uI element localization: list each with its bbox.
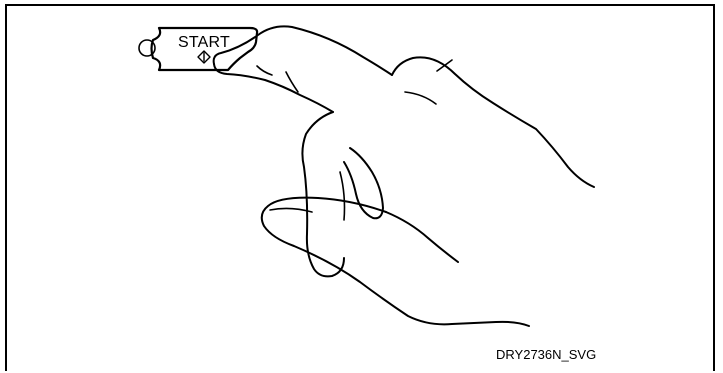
thumbnail-outline <box>270 208 312 212</box>
start-pause-diamond-icon <box>198 51 210 63</box>
hand-back-outline <box>392 57 594 187</box>
fingertip-outline <box>214 64 333 112</box>
knuckle-line-2 <box>405 92 436 104</box>
palm-edge-outline <box>386 212 458 262</box>
finger-crease <box>257 66 272 75</box>
folded-finger-crease <box>340 172 345 220</box>
folded-finger-inner <box>344 148 383 218</box>
index-finger-outline <box>214 26 392 75</box>
start-button-label[interactable]: START <box>178 34 230 52</box>
figure-code-label: DRY2736N_SVG <box>496 347 596 362</box>
